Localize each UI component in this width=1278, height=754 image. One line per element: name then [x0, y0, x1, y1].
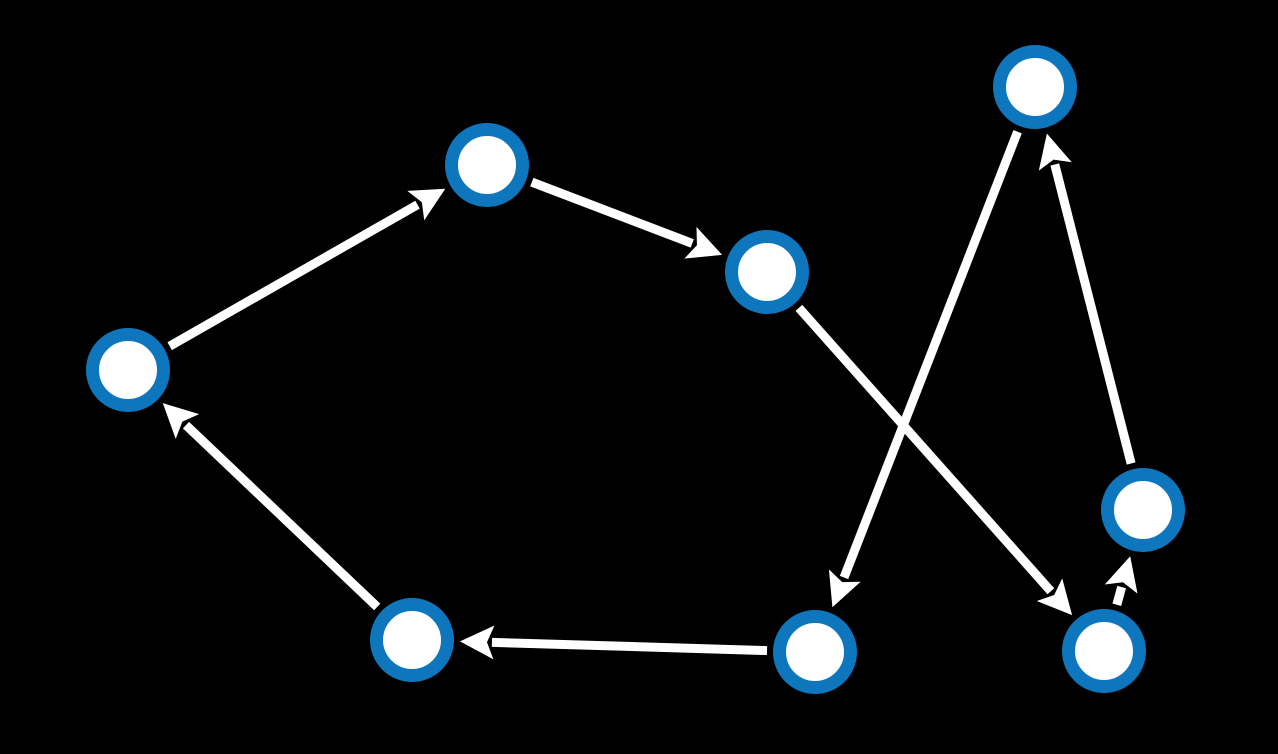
edge-shaft [1112, 585, 1127, 606]
edge-shaft [182, 421, 381, 611]
graph-node[interactable] [86, 328, 170, 412]
graph-node[interactable] [1062, 609, 1146, 693]
node-circle-icon[interactable] [86, 328, 170, 412]
node-circle-icon[interactable] [1062, 609, 1146, 693]
graph-edge [167, 188, 446, 351]
graph-edge [459, 625, 768, 660]
graph-edge [162, 403, 381, 611]
node-circle-icon[interactable] [773, 610, 857, 694]
edge-arrowhead-icon [684, 226, 723, 259]
node-circle-icon[interactable] [993, 45, 1077, 129]
graph-node[interactable] [370, 598, 454, 682]
graph-edge [828, 130, 1022, 608]
edge-arrowhead-icon [407, 188, 446, 221]
graph-node[interactable] [773, 610, 857, 694]
graph-edge [530, 177, 723, 259]
graph-edge [1104, 556, 1138, 606]
graph-node[interactable] [445, 123, 529, 207]
edge-shaft [491, 637, 768, 656]
node-circle-icon[interactable] [1101, 468, 1185, 552]
edge-arrowhead-icon [459, 625, 495, 660]
edges-layer [162, 130, 1138, 660]
nodes-layer [86, 45, 1185, 694]
edge-arrowhead-icon [828, 569, 861, 608]
graph-node[interactable] [1101, 468, 1185, 552]
edge-arrowhead-icon [1036, 578, 1073, 616]
edge-shaft [795, 304, 1055, 595]
edge-arrowhead-icon [1104, 556, 1138, 594]
graph-edge [795, 304, 1073, 616]
edge-shaft [839, 130, 1022, 580]
edge-shaft [167, 200, 420, 351]
edge-arrowhead-icon [1038, 133, 1072, 171]
graph-node[interactable] [725, 230, 809, 314]
node-circle-icon[interactable] [725, 230, 809, 314]
edge-shaft [530, 177, 694, 248]
graph-edge [1038, 133, 1136, 465]
node-circle-icon[interactable] [370, 598, 454, 682]
node-circle-icon[interactable] [445, 123, 529, 207]
graph-node[interactable] [993, 45, 1077, 129]
edge-arrowhead-icon [162, 403, 200, 439]
edge-shaft [1050, 163, 1136, 465]
